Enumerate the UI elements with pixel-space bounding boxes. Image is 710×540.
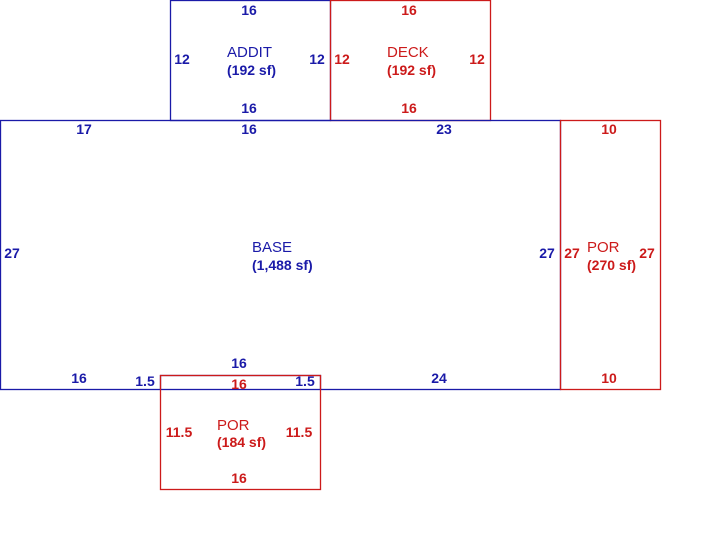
addit-dim-bottom: 16	[241, 100, 257, 116]
por-right-size: (270 sf)	[587, 257, 636, 273]
base-dim-top-left: 17	[76, 121, 92, 137]
deck-dim-left: 12	[334, 51, 350, 67]
base-dim-top-mid: 16	[241, 121, 257, 137]
addit-size: (192 sf)	[227, 62, 276, 78]
deck-size: (192 sf)	[387, 62, 436, 78]
por-bottom-dim-top: 16	[231, 376, 247, 392]
por-bottom-dim-left: 11.5	[166, 424, 193, 440]
por-right-dim-right: 27	[639, 245, 655, 261]
por-bottom-dim-bottom: 16	[231, 470, 247, 486]
por-right-dim-bottom: 10	[601, 370, 617, 386]
por-right-name: POR	[587, 239, 620, 256]
por-bottom-outline	[159, 374, 322, 491]
por-bottom-name: POR	[217, 417, 250, 434]
base-dim-bottom-left-jog: 1.5	[135, 373, 155, 389]
deck-dim-right: 12	[469, 51, 485, 67]
por-bottom-size: (184 sf)	[217, 434, 266, 450]
por-bottom-dim-right: 11.5	[286, 424, 313, 440]
base-dim-top-right: 23	[436, 121, 452, 137]
addit-dim-right: 12	[309, 51, 325, 67]
addit-dim-left: 12	[174, 51, 190, 67]
base-dim-bottom-mid: 16	[231, 355, 247, 371]
deck-dim-bottom: 16	[401, 100, 417, 116]
addit-dim-top: 16	[241, 2, 257, 18]
base-size: (1,488 sf)	[252, 257, 313, 273]
por-right-dim-left: 27	[564, 245, 580, 261]
base-dim-left: 27	[4, 245, 20, 261]
base-name: BASE	[252, 239, 292, 256]
por-right-outline	[559, 119, 662, 391]
por-right-dim-top: 10	[601, 121, 617, 137]
deck-name: DECK	[387, 44, 429, 61]
base-dim-bottom-right-jog: 1.5	[295, 373, 315, 389]
addit-name: ADDIT	[227, 44, 272, 61]
base-dim-right: 27	[539, 245, 555, 261]
base-dim-bottom-left: 16	[71, 370, 87, 386]
base-dim-bottom-right: 24	[431, 370, 447, 386]
deck-dim-top: 16	[401, 2, 417, 18]
